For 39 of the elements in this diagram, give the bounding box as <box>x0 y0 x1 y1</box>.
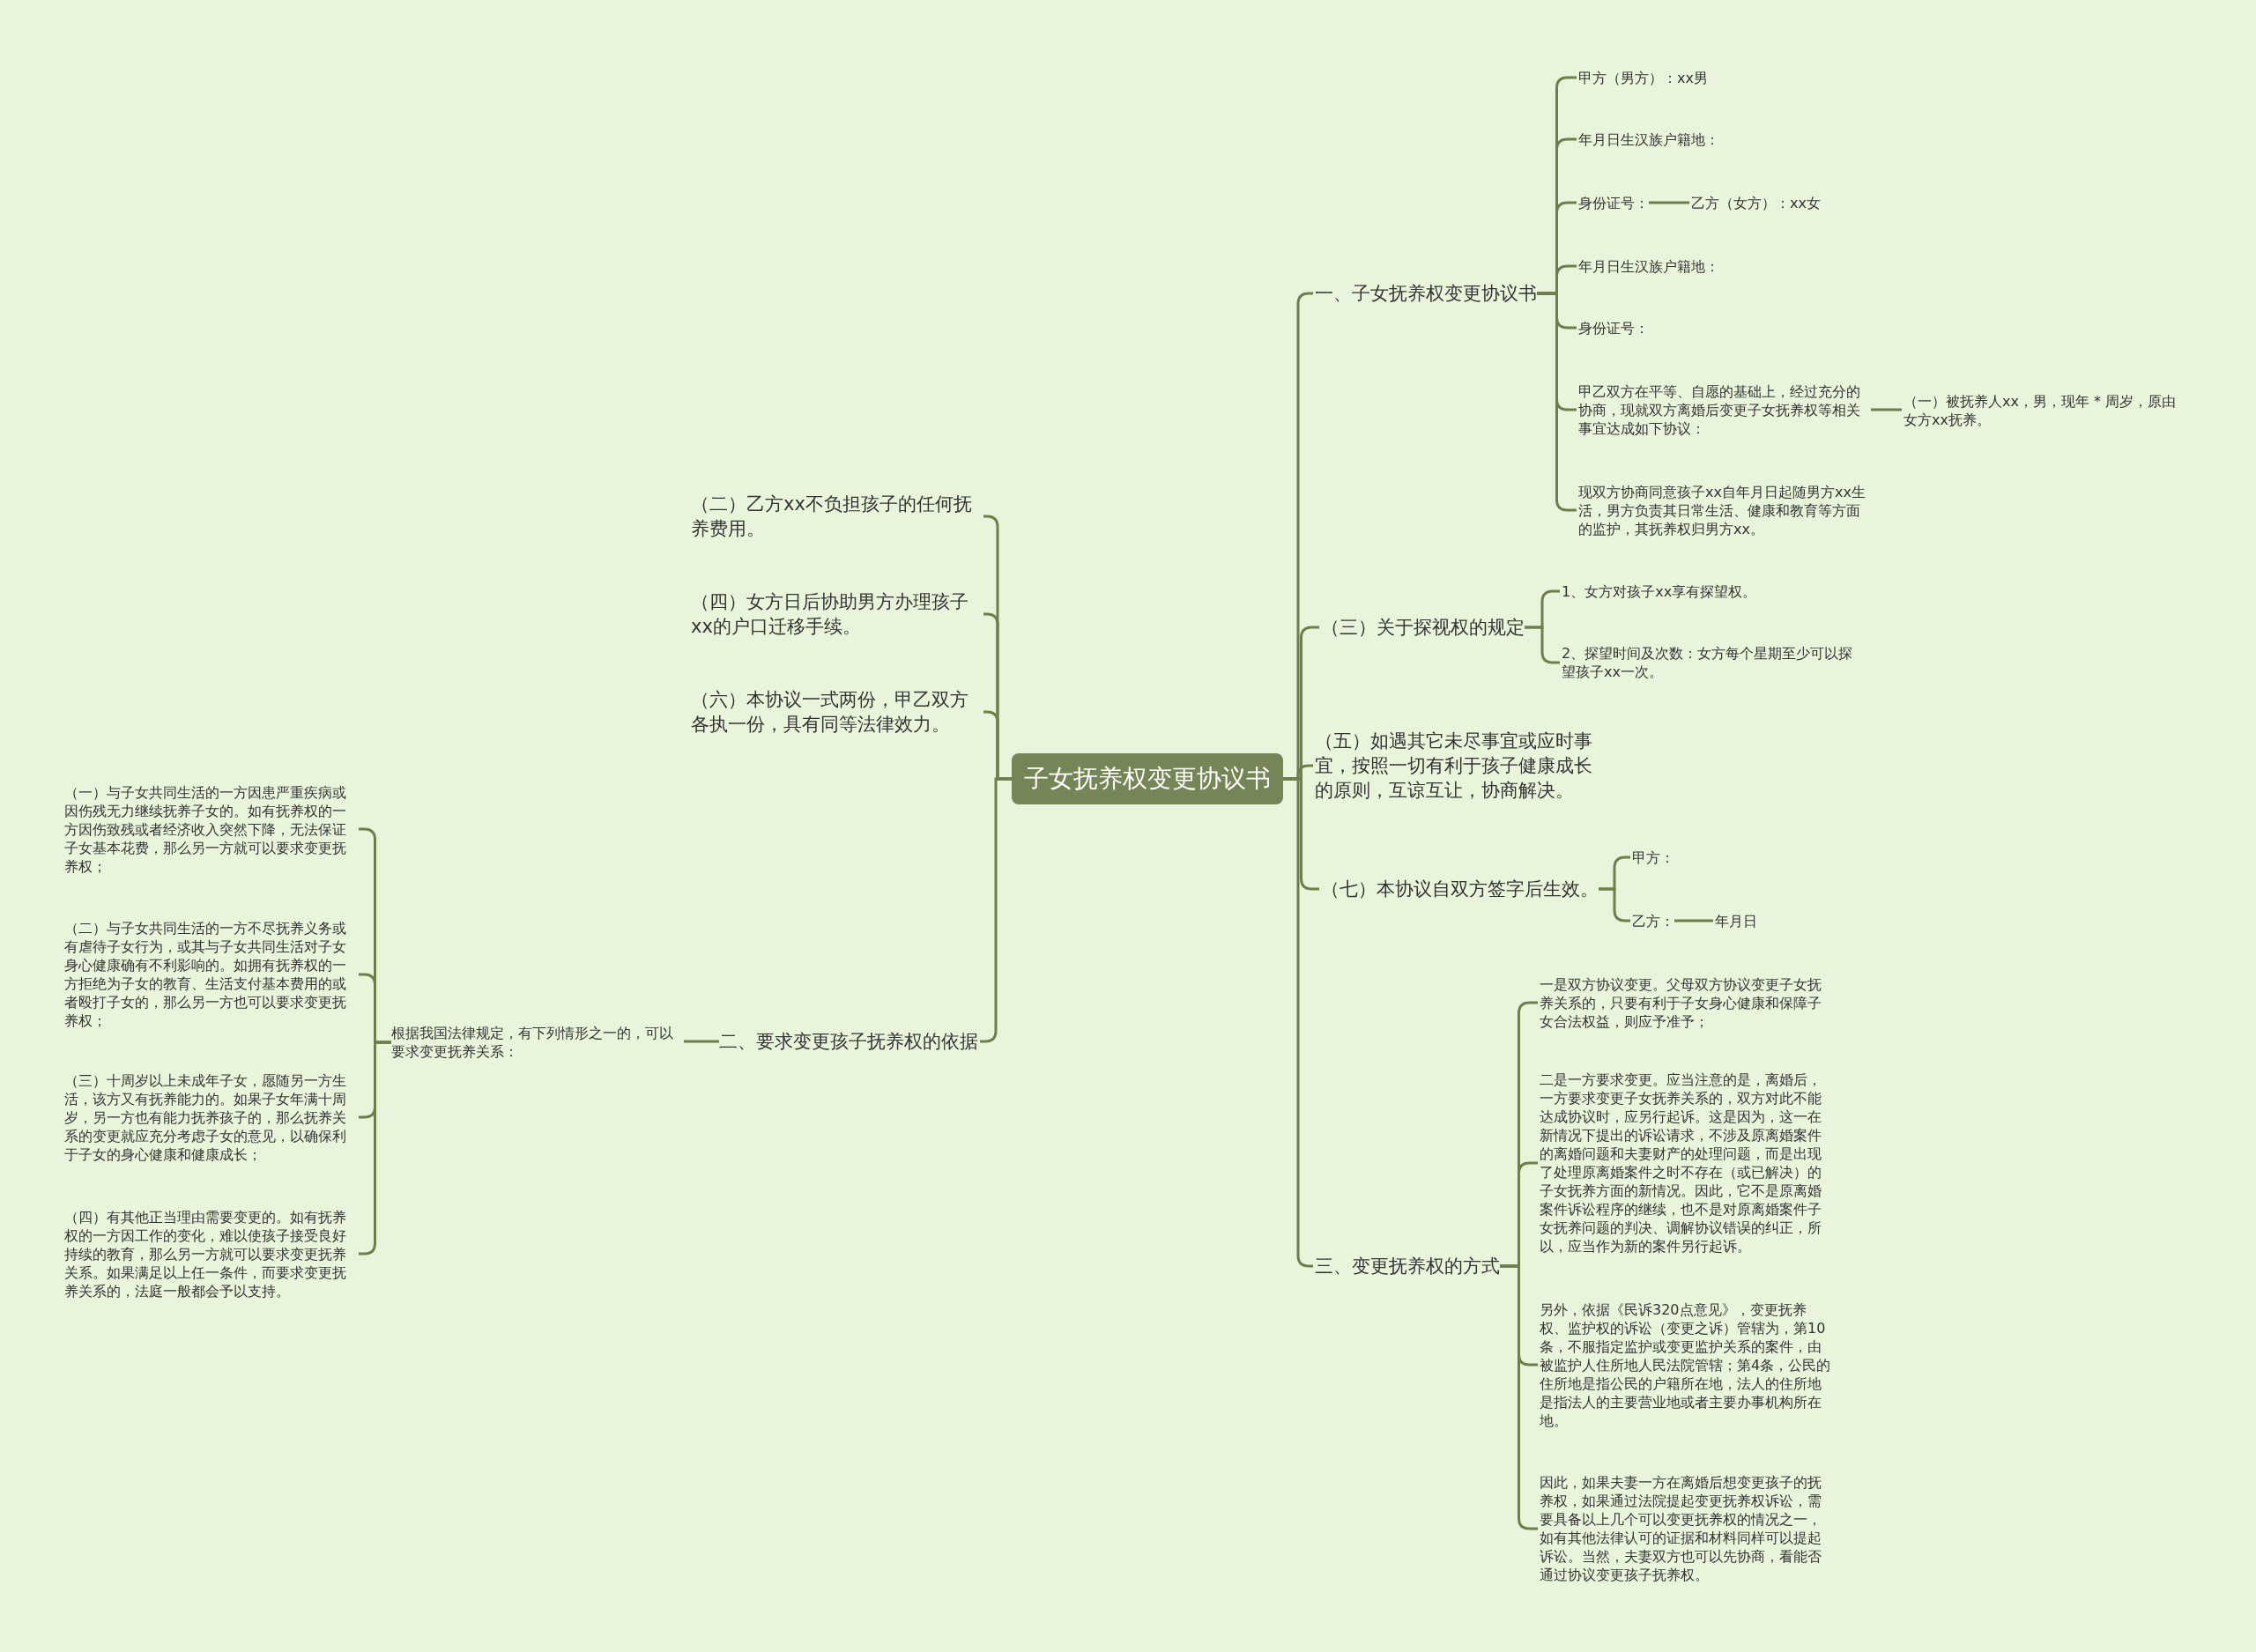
topic-text: 二是一方要求变更。应当注意的是，离婚后，一方要求变更子女抚养关系的，双方对此不能达成协议时，应另行起诉。这是因为，这一在新情况下提出的诉讼请求，不涉及原离婚案件的离婚问题和夫妻财产的处理问题，而是出现了处理原离婚案件之时不存在（或已解决）的子女抚养方面的新情况。因此，它不是原离婚案件诉讼程序的继续，也不是对原离婚案件子女抚养问题的判决、调解协议错误的纠正，所以，应当作为新的案件另行起诉。 <box>1540 1070 1832 1256</box>
topic-text: （一）被抚养人xx，男，现年 * 周岁，原由女方xx抚养。 <box>1904 392 2186 429</box>
topic-text: （二）乙方xx不负担孩子的任何抚养费用。 <box>691 492 982 541</box>
topic-text: 身份证号： <box>1578 318 1649 337</box>
topic-text: 根据我国法律规定，有下列情形之一的，可以要求变更抚养关系： <box>391 1024 682 1061</box>
topic-text: （二）与子女共同生活的一方不尽抚养义务或有虐待子女行为，或其与子女共同生活对子女身心健康确有不利影响的。如拥有抚养权的一方拒绝为子女的教育、生活支付基本费用的或者殴打子女的，那么另一方也可以要求变更抚养权； <box>64 919 357 1030</box>
topic-text: 现双方协商同意孩子xx自年月日起随男方xx生活，男方负责其日常生活、健康和教育等方面的监护，其抚养权归男方xx。 <box>1578 482 1871 538</box>
topic-text: （四）有其他正当理由需要变更的。如有抚养权的一方因工作的变化，难以使孩子接受良好持续的教育，那么另一方就可以要求变更抚养关系。如果满足以上任一条件，而要求变更抚养关系的，法庭一般都会予以支持。 <box>64 1207 357 1300</box>
topic-text: 年月日 <box>1715 911 1757 930</box>
topic-text: （七）本协议自双方签字后生效。 <box>1321 877 1599 901</box>
topic-text: 2、探望时间及次数：女方每个星期至少可以探望孩子xx一次。 <box>1562 644 1854 681</box>
connector-line <box>1649 201 1689 204</box>
topic-text: 年月日生汉族户籍地： <box>1578 256 1719 276</box>
topic-text: 三、变更抚养权的方式 <box>1315 1254 1500 1278</box>
connector-line <box>1871 408 1902 411</box>
connector-line <box>1674 919 1713 922</box>
topic-text: 1、女方对孩子xx享有探望权。 <box>1562 582 1757 601</box>
topic-text: （六）本协议一式两份，甲乙双方各执一份，具有同等法律效力。 <box>691 687 982 737</box>
topic-text: （三）关于探视权的规定 <box>1321 615 1525 640</box>
topic-text: 身份证号： <box>1578 193 1649 212</box>
connector-line <box>1599 887 1630 922</box>
topic-text: 另外，依据《民诉320点意见》，变更抚养权、监护权的诉讼（变更之诉）管辖为，第10条，不服指定监护或变更监护关系的案件，由被监护人住所地人民法院管辖；第4条，公民的住所地是指公民的户籍所在地，法人的住所地是指法人的主要营业地或者主要办事机构所在地。 <box>1540 1300 1832 1430</box>
topic-text: 乙方： <box>1632 911 1674 930</box>
topic-text: 乙方（女方）：xx女 <box>1691 193 1821 212</box>
topic-text: （一）与子女共同生活的一方因患严重疾病或因伤残无力继续抚养子女的。如有抚养权的一方因伤致残或者经济收入突然下降，无法保证子女基本花费，那么另一方就可以要求变更抚养权； <box>64 782 357 876</box>
topic-text: 甲乙双方在平等、自愿的基础上，经过充分的协商，现就双方离婚后变更子女抚养权等相关事宜达成如下协议： <box>1578 382 1871 438</box>
topic-text: 因此，如果夫妻一方在离婚后想变更孩子的抚养权，如果通过法院提起变更抚养权诉讼，需要具备以上几个可以变更抚养权的情况之一，如有其他法律认可的证据和材料同样可以提起诉讼。当然，夫妻双方也可以先协商，看能否通过协议变更孩子抚养权。 <box>1540 1473 1832 1584</box>
topic-text: 一、子女抚养权变更协议书 <box>1315 281 1537 306</box>
topic-text: 一是双方协议变更。父母双方协议变更子女抚养关系的，只要有利于子女身心健康和保障子女合法权益，则应予准予； <box>1540 974 1832 1031</box>
connector-line <box>684 1040 719 1043</box>
topic-text: （三）十周岁以上未成年子女，愿随另一方生活，该方又有抚养能力的。如果子女年满十周岁，另一方也有能力抚养孩子的，那么抚养关系的变更就应充分考虑子女的意见，以确保利于子女的身心健康和健康成长； <box>64 1070 357 1164</box>
topic-text: 甲方： <box>1632 848 1674 867</box>
topic-text: 年月日生汉族户籍地： <box>1578 130 1719 149</box>
topic-text: （四）女方日后协助男方办理孩子xx的户口迁移手续。 <box>691 589 982 639</box>
topic-text: 甲方（男方）：xx男 <box>1578 68 1708 87</box>
topic-text: 二、要求变更孩子抚养权的依据 <box>719 1029 978 1054</box>
topic-text: （五）如遇其它未尽事宜或应时事宜，按照一切有利于孩子健康成长的原则，互谅互让，协商解决。 <box>1315 729 1606 803</box>
connector-line <box>1525 626 1560 664</box>
central-topic: 子女抚养权变更协议书 <box>1012 753 1283 804</box>
